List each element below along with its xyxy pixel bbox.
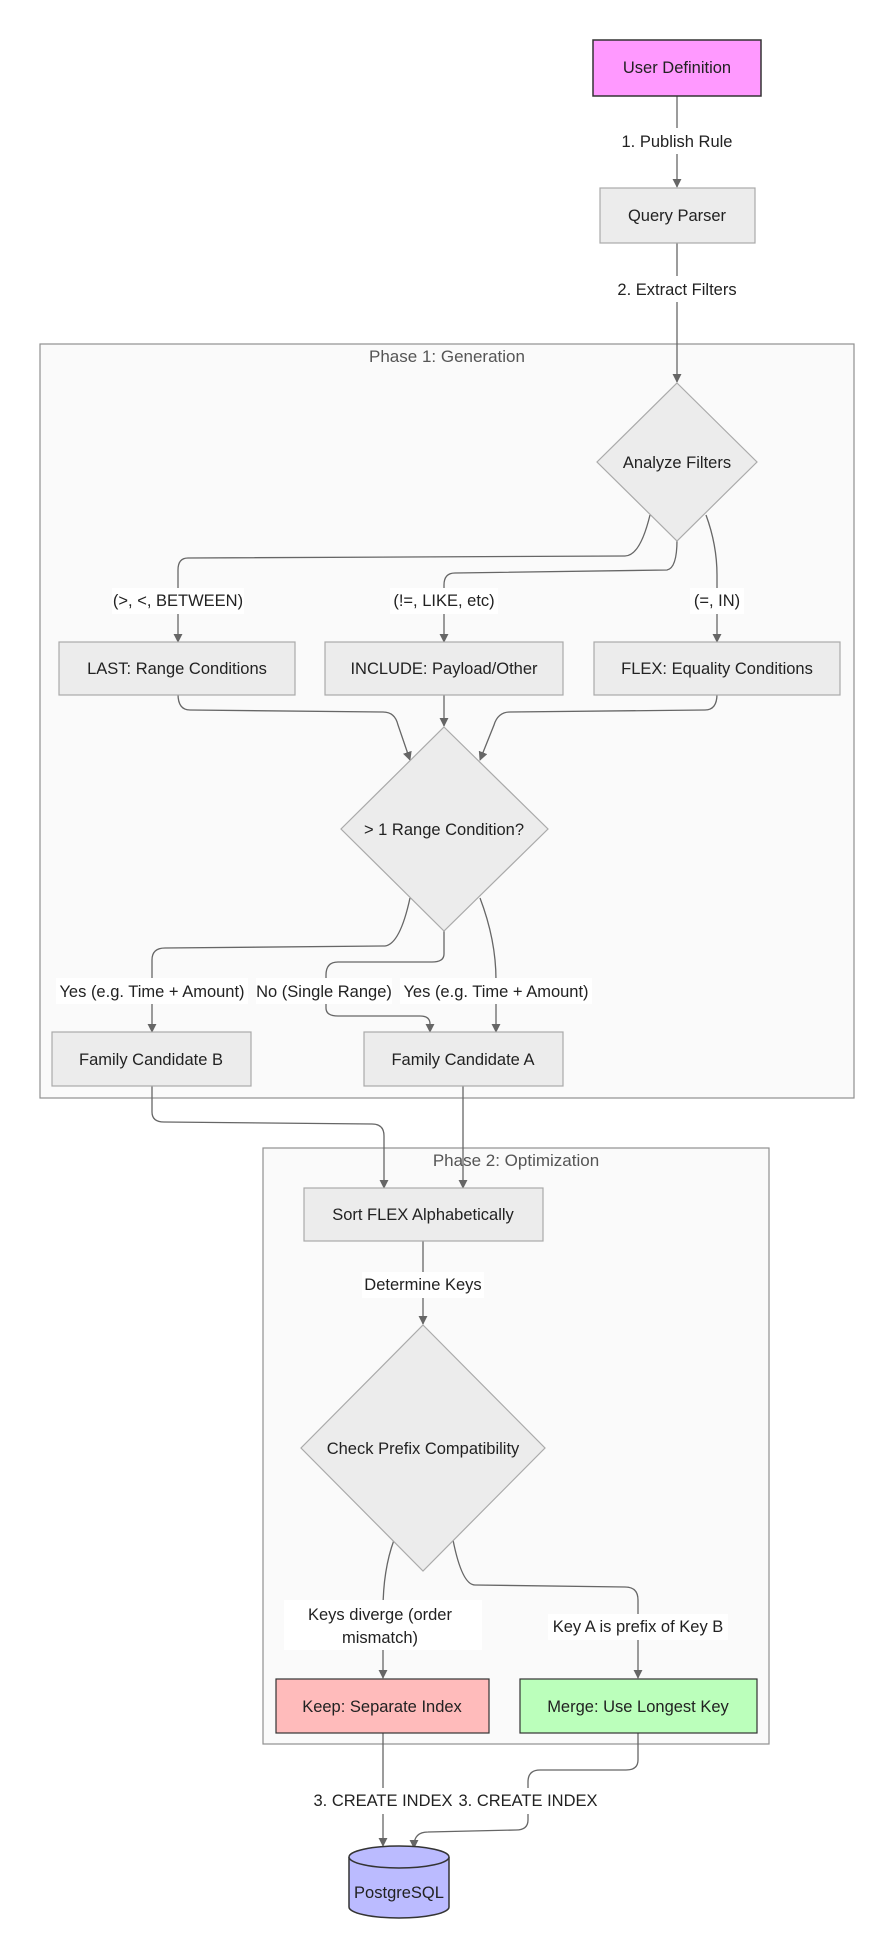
- node-family-a-label: Family Candidate A: [391, 1051, 534, 1069]
- label-publish-rule: 1. Publish Rule: [622, 133, 733, 151]
- label-prefix-of: Key A is prefix of Key B: [553, 1618, 724, 1636]
- node-family-b[interactable]: Family Candidate B: [51, 1031, 252, 1087]
- node-family-a[interactable]: Family Candidate A: [363, 1031, 564, 1087]
- node-range-check[interactable]: > 1 Range Condition?: [340, 726, 549, 932]
- edge-check-to-merge: [452, 1539, 643, 1679]
- label-keys-diverge-line2: mismatch): [342, 1629, 418, 1647]
- node-keep-separate[interactable]: Keep: Separate Index: [275, 1678, 490, 1734]
- label-extract-filters: 2. Extract Filters: [617, 281, 736, 299]
- node-flex-equality-label: FLEX: Equality Conditions: [621, 660, 813, 678]
- edge-last-to-range: [177, 693, 412, 761]
- node-flex-equality[interactable]: FLEX: Equality Conditions: [593, 641, 841, 696]
- label-create-index-2: 3. CREATE INDEX: [458, 1792, 597, 1810]
- node-user-definition[interactable]: User Definition: [592, 39, 762, 97]
- label-range-ops: (>, <, BETWEEN): [113, 592, 243, 610]
- node-last-range[interactable]: LAST: Range Conditions: [58, 641, 296, 696]
- node-sort-flex-label: Sort FLEX Alphabetically: [332, 1206, 514, 1224]
- node-merge-longest-label: Merge: Use Longest Key: [547, 1698, 729, 1716]
- edge-analyze-to-include: [439, 539, 678, 643]
- node-postgresql-label: PostgreSQL: [354, 1884, 444, 1902]
- node-user-definition-label: User Definition: [623, 59, 731, 77]
- label-create-index-1: 3. CREATE INDEX: [313, 1792, 452, 1810]
- label-other-ops: (!=, LIKE, etc): [393, 592, 494, 610]
- label-yes-a: Yes (e.g. Time + Amount): [403, 983, 588, 1001]
- node-last-range-label: LAST: Range Conditions: [87, 660, 267, 678]
- edge-analyze-to-last: [173, 514, 651, 643]
- phase2-title: Phase 2: Optimization: [433, 1151, 599, 1170]
- edge-labels: 1. Publish Rule 2. Extract Filters (>, <…: [56, 128, 744, 1814]
- node-analyze-filters[interactable]: Analyze Filters: [596, 382, 758, 542]
- node-family-b-label: Family Candidate B: [79, 1051, 223, 1069]
- label-no-single: No (Single Range): [256, 983, 392, 1001]
- phase1-title: Phase 1: Generation: [369, 347, 525, 366]
- edge-b-to-sort: [151, 1086, 389, 1189]
- node-range-check-label: > 1 Range Condition?: [364, 821, 524, 839]
- node-query-parser-label: Query Parser: [628, 207, 727, 225]
- label-determine-keys: Determine Keys: [364, 1276, 481, 1294]
- database-icon: [348, 1845, 450, 1869]
- node-include-payload-label: INCLUDE: Payload/Other: [350, 660, 538, 678]
- edge-analyze-to-flex: [705, 514, 722, 643]
- node-postgresql[interactable]: PostgreSQL: [348, 1845, 450, 1919]
- edge-flex-to-range: [478, 693, 718, 761]
- node-analyze-filters-label: Analyze Filters: [623, 454, 731, 472]
- node-query-parser[interactable]: Query Parser: [599, 187, 756, 244]
- node-include-payload[interactable]: INCLUDE: Payload/Other: [324, 641, 564, 696]
- node-check-prefix-label: Check Prefix Compatibility: [327, 1440, 520, 1458]
- label-yes-b: Yes (e.g. Time + Amount): [59, 983, 244, 1001]
- label-keys-diverge-line1: Keys diverge (order: [308, 1606, 452, 1624]
- edge-range-to-b: [147, 897, 411, 1033]
- node-keep-separate-label: Keep: Separate Index: [302, 1698, 462, 1716]
- node-check-prefix[interactable]: Check Prefix Compatibility: [300, 1324, 546, 1572]
- node-sort-flex[interactable]: Sort FLEX Alphabetically: [303, 1187, 544, 1242]
- node-merge-longest[interactable]: Merge: Use Longest Key: [519, 1678, 758, 1734]
- label-equality-ops: (=, IN): [694, 592, 740, 610]
